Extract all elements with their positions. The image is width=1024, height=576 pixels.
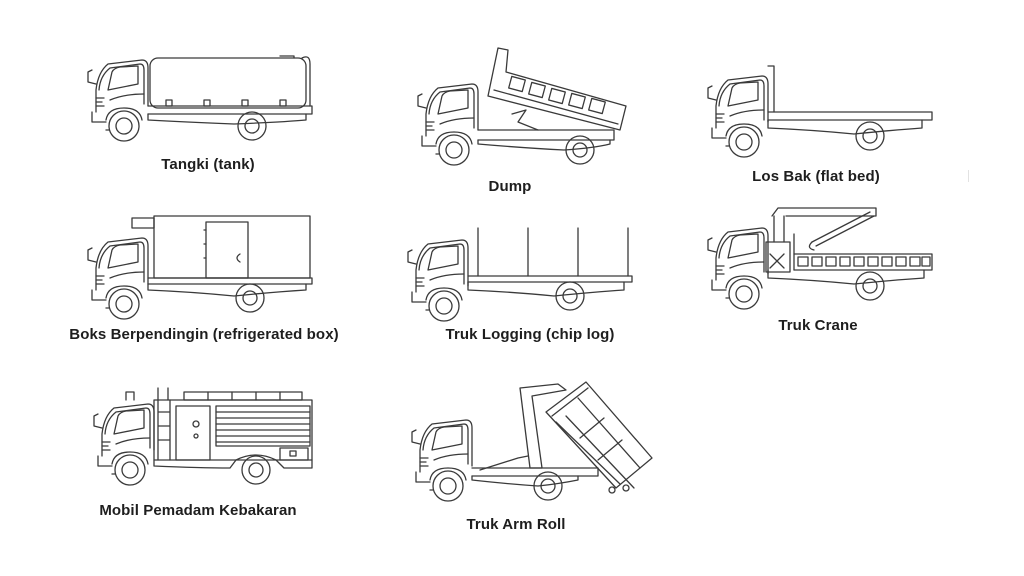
vehicle-label: Dump: [488, 178, 532, 195]
dump-truck-drawing: [417, 47, 627, 166]
vehicle-label: Tangki (tank): [161, 156, 255, 173]
logging-truck-drawing: [407, 227, 633, 322]
vehicle-label: Los Bak (flat bed): [752, 168, 880, 185]
faint-mark: [968, 170, 969, 182]
tank-truck-drawing: [87, 55, 313, 142]
crane-truck-drawing: [707, 207, 933, 310]
vehicle-label: Mobil Pemadam Kebakaran: [99, 502, 297, 519]
refrigerated-box-truck-drawing: [87, 215, 313, 320]
arm-roll-truck-drawing: [411, 381, 653, 502]
vehicle-label: Truk Arm Roll: [466, 516, 566, 533]
vehicle-label: Boks Berpendingin (refrigerated box): [69, 326, 339, 343]
vehicle-label: Truk Logging (chip log): [445, 326, 615, 343]
vehicle-label: Truk Crane: [778, 317, 858, 334]
flatbed-truck-drawing: [707, 65, 933, 158]
fire-truck-drawing: [93, 387, 313, 486]
